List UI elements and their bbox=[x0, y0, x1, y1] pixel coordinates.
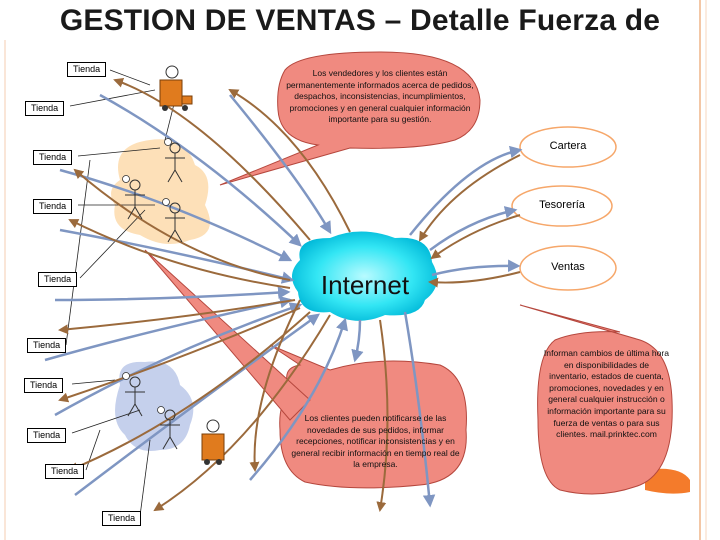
tienda-box: Tienda bbox=[45, 464, 85, 479]
callout-top-text: Los vendedores y los clientes están perm… bbox=[286, 68, 474, 124]
internet-label: Internet bbox=[320, 270, 410, 300]
salesperson-figure bbox=[160, 409, 180, 450]
salesperson-figure bbox=[125, 376, 145, 417]
peach-cloud bbox=[111, 139, 210, 244]
callout-bottom-text: Los clientes pueden notificarse de las n… bbox=[291, 413, 460, 469]
tienda-box: Tienda bbox=[25, 101, 65, 116]
badge-icons bbox=[122, 138, 172, 414]
tienda-box: Tienda bbox=[67, 62, 107, 77]
callout-right-text: Informan cambios de última hora en dispo… bbox=[543, 348, 670, 440]
tienda-box: Tienda bbox=[33, 199, 73, 214]
salesperson-figure bbox=[165, 202, 185, 243]
tienda-box: Tienda bbox=[24, 378, 64, 393]
delivery-cart-icon bbox=[159, 65, 193, 111]
tienda-box: Tienda bbox=[102, 511, 142, 526]
salesperson-figure bbox=[165, 142, 185, 183]
internet-cloud bbox=[291, 231, 438, 321]
page-title: GESTION DE VENTAS – Detalle Fuerza de bbox=[59, 4, 661, 37]
tienda-box: Tienda bbox=[27, 338, 67, 353]
tienda-connectors bbox=[65, 69, 176, 517]
delivery-cart-icon bbox=[201, 419, 225, 465]
tienda-box: Tienda bbox=[27, 428, 67, 443]
brown-arrows bbox=[58, 77, 521, 512]
tesoreria-ellipse bbox=[511, 185, 613, 227]
dept-tesoreria: Tesorería bbox=[539, 199, 585, 211]
salesperson-figure bbox=[125, 179, 145, 220]
dept-cartera: Cartera bbox=[549, 140, 587, 152]
tienda-box: Tienda bbox=[38, 272, 78, 287]
callout-top-shape bbox=[219, 51, 481, 186]
tienda-box: Tienda bbox=[33, 150, 73, 165]
blue-cloud bbox=[115, 361, 194, 451]
callout-right-shape bbox=[519, 304, 673, 495]
dept-ventas: Ventas bbox=[551, 261, 585, 273]
page-edge-decoration bbox=[4, 0, 707, 540]
